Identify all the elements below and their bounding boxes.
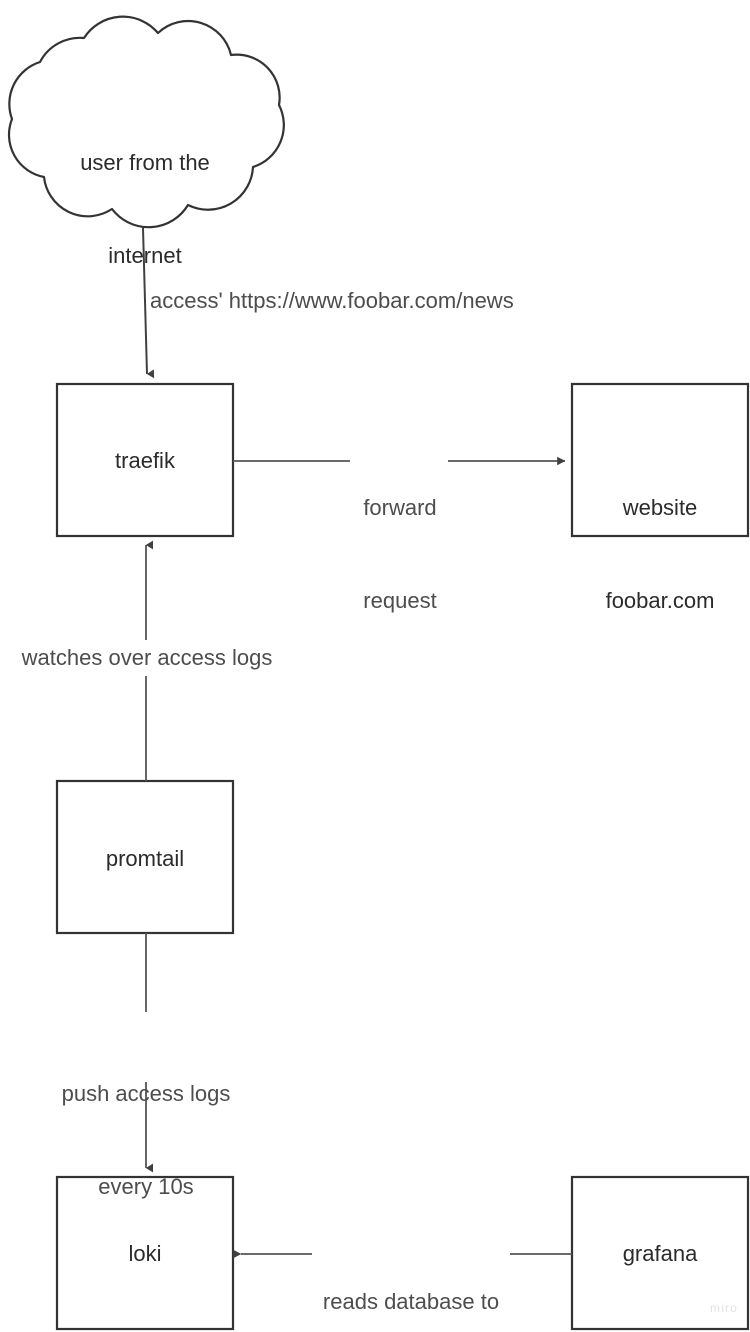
node-user-cloud-shape[interactable]: [7, 15, 285, 229]
edge-user-to-traefik-line[interactable]: [142, 227, 155, 379]
node-website-shape[interactable]: [570, 382, 750, 538]
node-traefik-shape[interactable]: [55, 382, 235, 538]
node-promtail-shape[interactable]: [55, 779, 235, 935]
node-grafana-shape[interactable]: [570, 1175, 750, 1331]
node-loki-shape[interactable]: [55, 1175, 235, 1331]
miro-watermark: miro: [710, 1301, 739, 1315]
